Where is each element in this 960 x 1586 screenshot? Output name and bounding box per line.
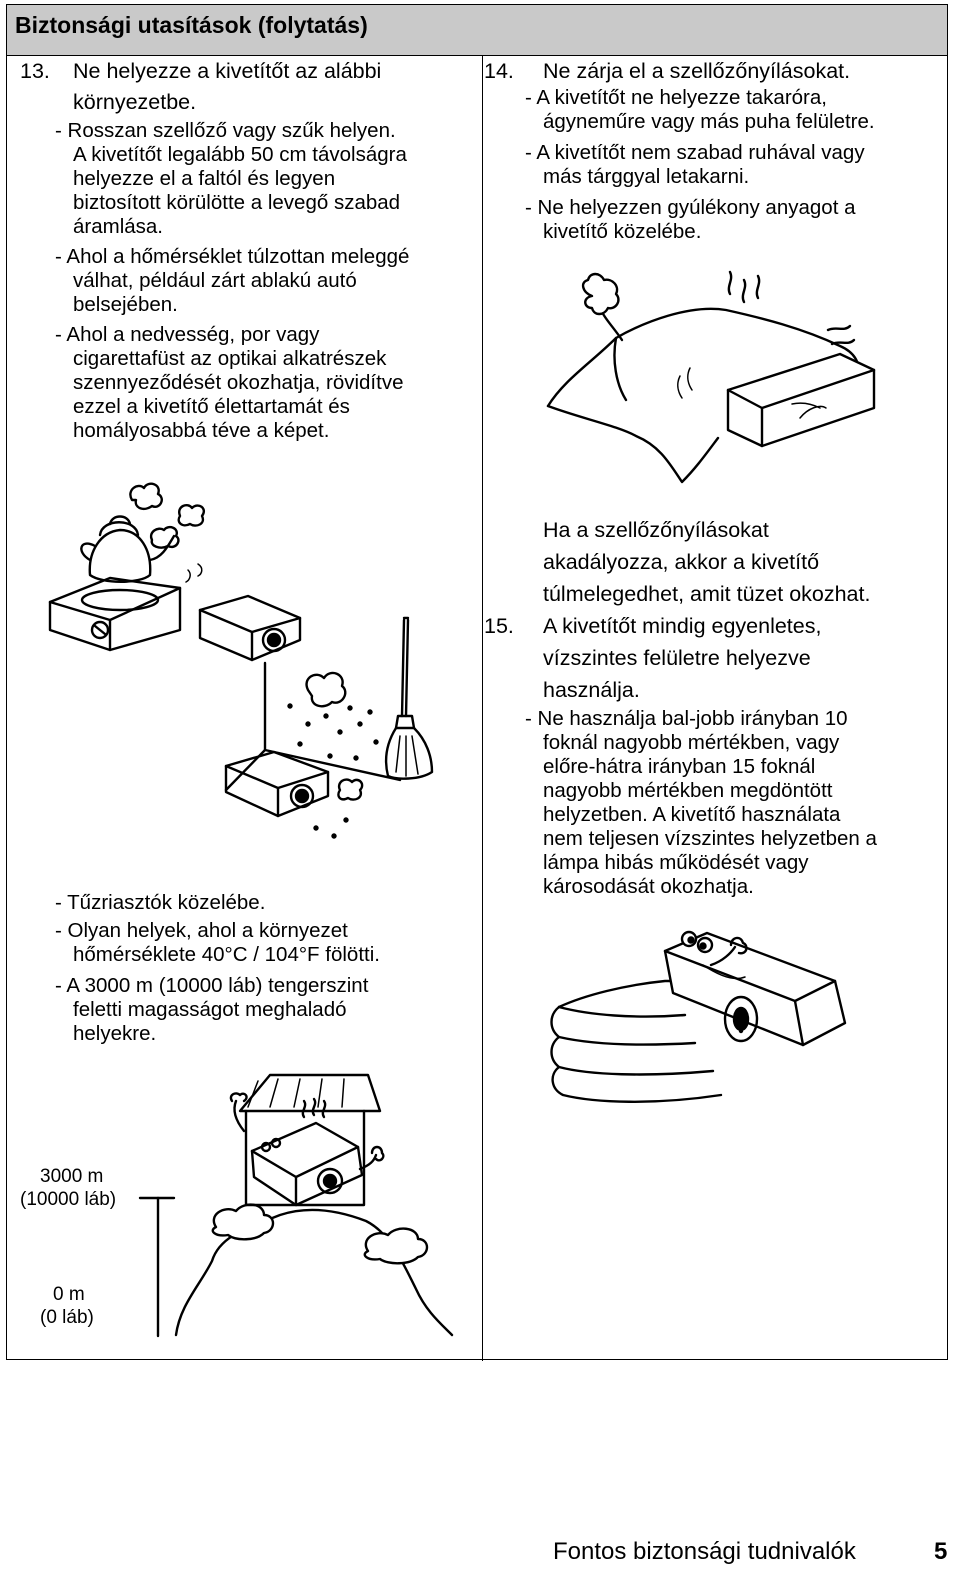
covered-projector-illustration xyxy=(546,270,876,484)
item-13-number: 13. xyxy=(20,59,50,83)
bullet-text: szennyeződését okozhatja, rövidítve xyxy=(73,371,404,394)
item-13-title-line: környezetbe. xyxy=(73,90,197,114)
section-header: Biztonsági utasítások (folytatás) xyxy=(7,5,947,56)
bullet-text: - Ne használja bal-jobb irányban 10 xyxy=(525,707,848,730)
item-14-title: Ne zárja el a szellőzőnyílásokat. xyxy=(543,59,851,83)
bullet-text: - Olyan helyek, ahol a környezet xyxy=(55,919,348,942)
bullet-text: feletti magasságot meghaladó xyxy=(73,998,347,1021)
item-13-title-line: Ne helyezze a kivetítőt az alábbi xyxy=(73,59,382,83)
item-15-title: vízszintes felületre helyezve xyxy=(543,646,811,670)
bullet-text: biztosított körülötte a levegő szabad xyxy=(73,191,401,214)
bullet-text: áramlása. xyxy=(73,215,164,238)
item-15-title: A kivetítőt mindig egyenletes, xyxy=(543,614,822,638)
tilted-projector-illustration xyxy=(550,930,847,1103)
bullet-text: homályosabbá téve a képet. xyxy=(73,419,330,442)
bullet-text: - Ne helyezzen gyúlékony anyagot a xyxy=(525,196,856,219)
warning-text: túlmelegedhet, amit tüzet okozhat. xyxy=(543,582,871,606)
footer-section: Fontos biztonsági tudnivalók xyxy=(553,1538,856,1565)
bullet-text: - Tűzriasztók közelébe. xyxy=(55,891,266,914)
altitude-top-label: (10000 láb) xyxy=(20,1189,117,1210)
bullet-text: kivetítő közelébe. xyxy=(543,220,702,243)
safety-box: Biztonsági utasítások (folytatás) xyxy=(6,4,948,1361)
page-number: 5 xyxy=(934,1538,948,1565)
bullet-text: - Ahol a nedvesség, por vagy xyxy=(55,323,320,346)
warning-text: akadályozza, akkor a kivetítő xyxy=(543,550,820,574)
item-15-title: használja. xyxy=(543,678,640,702)
column-divider xyxy=(482,55,483,1361)
bullet-text: - A kivetítőt ne helyezze takaróra, xyxy=(525,86,827,109)
bullet-text: - Rosszan szellőző vagy szűk helyen. xyxy=(55,119,396,142)
bullet-text: helyzetben. A kivetítő használata xyxy=(543,803,841,826)
bullet-text: nagyobb mértékben megdöntött xyxy=(543,779,833,802)
bullet-text: helyekre. xyxy=(73,1022,157,1045)
bullet-text: foknál nagyobb mértékben, vagy xyxy=(543,731,840,754)
bullet-text: helyezze el a faltól és legyen xyxy=(73,167,336,190)
altitude-bottom-label: (0 láb) xyxy=(40,1307,94,1328)
altitude-bottom-label: 0 m xyxy=(53,1284,85,1305)
bullet-text: - A 3000 m (10000 láb) tengerszint xyxy=(55,974,369,997)
bullet-text: hőmérséklete 40°C / 104°F fölötti. xyxy=(73,943,380,966)
bullet-text: más tárggyal letakarni. xyxy=(543,165,750,188)
bullet-text: ezzel a kivetítő élettartamát és xyxy=(73,395,350,418)
altitude-top-label: 3000 m xyxy=(40,1166,104,1187)
bullet-text: válhat, például zárt ablakú autó xyxy=(73,269,357,292)
bullet-text: - Ahol a hőmérséklet túlzottan meleggé xyxy=(55,245,410,268)
warning-text: Ha a szellőzőnyílásokat xyxy=(543,518,769,542)
altitude-illustration xyxy=(138,1073,454,1338)
bullet-text: A kivetítőt legalább 50 cm távolságra xyxy=(73,143,407,166)
bullet-text: ágyneműre vagy más puha felületre. xyxy=(543,110,875,133)
bullet-text: előre-hátra irányban 15 foknál xyxy=(543,755,816,778)
item-15-number: 15. xyxy=(484,614,514,638)
hazard-environment-illustration xyxy=(48,482,434,839)
bullet-text: károsodását okozhatja. xyxy=(543,875,754,898)
bullet-text: - A kivetítőt nem szabad ruhával vagy xyxy=(525,141,865,164)
bullet-text: lámpa hibás működését vagy xyxy=(543,851,809,874)
bullet-text: belsejében. xyxy=(73,293,178,316)
bullet-text: nem teljesen vízszintes helyzetben a xyxy=(543,827,877,850)
bullet-text: cigarettafüst az optikai alkatrészek xyxy=(73,347,387,370)
item-14-number: 14. xyxy=(484,59,514,83)
section-title: Biztonsági utasítások (folytatás) xyxy=(15,12,368,38)
